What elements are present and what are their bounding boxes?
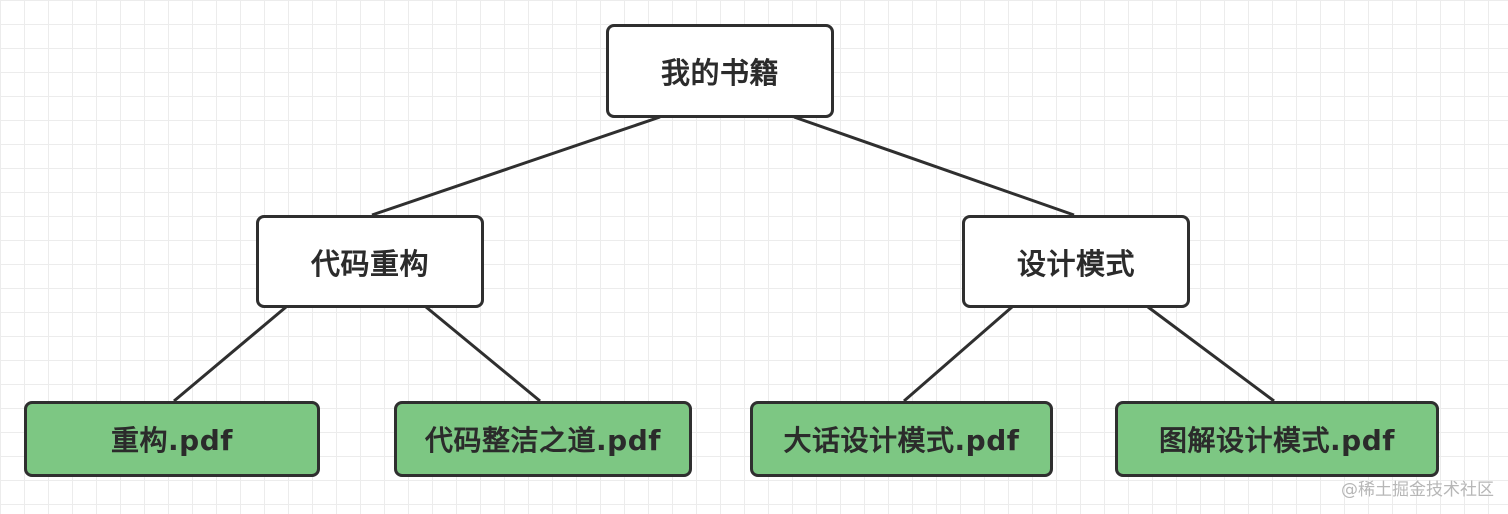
edge-design-patterns-to-file-2: [1147, 305, 1275, 403]
edge-design-patterns-to-file-1: [903, 305, 1013, 403]
file-node-illustrated-design-patterns-pdf: 图解设计模式.pdf: [1115, 401, 1439, 477]
file-node-big-talk-design-patterns-pdf: 大话设计模式.pdf: [750, 401, 1053, 477]
edge-root-to-category-design-patterns: [793, 115, 1075, 217]
category-node-design-patterns: 设计模式: [962, 215, 1190, 308]
file-node-label: 大话设计模式.pdf: [783, 424, 1020, 457]
watermark-text: @稀土掘金技术社区: [1341, 480, 1494, 500]
file-node-clean-code-pdf: 代码整洁之道.pdf: [394, 401, 692, 477]
root-node-label: 我的书籍: [660, 56, 779, 90]
category-node-label: 设计模式: [1016, 246, 1135, 281]
file-node-label: 图解设计模式.pdf: [1159, 424, 1395, 457]
edge-root-to-category-refactoring: [371, 115, 661, 217]
file-node-label: 重构.pdf: [111, 424, 233, 457]
category-node-label: 代码重构: [310, 246, 429, 281]
edge-refactoring-to-file-2: [425, 305, 541, 403]
file-node-refactoring-pdf: 重构.pdf: [24, 401, 320, 477]
file-node-label: 代码整洁之道.pdf: [425, 424, 661, 457]
edge-refactoring-to-file-1: [173, 305, 287, 403]
root-node: 我的书籍: [606, 24, 834, 118]
category-node-refactoring: 代码重构: [256, 215, 484, 308]
